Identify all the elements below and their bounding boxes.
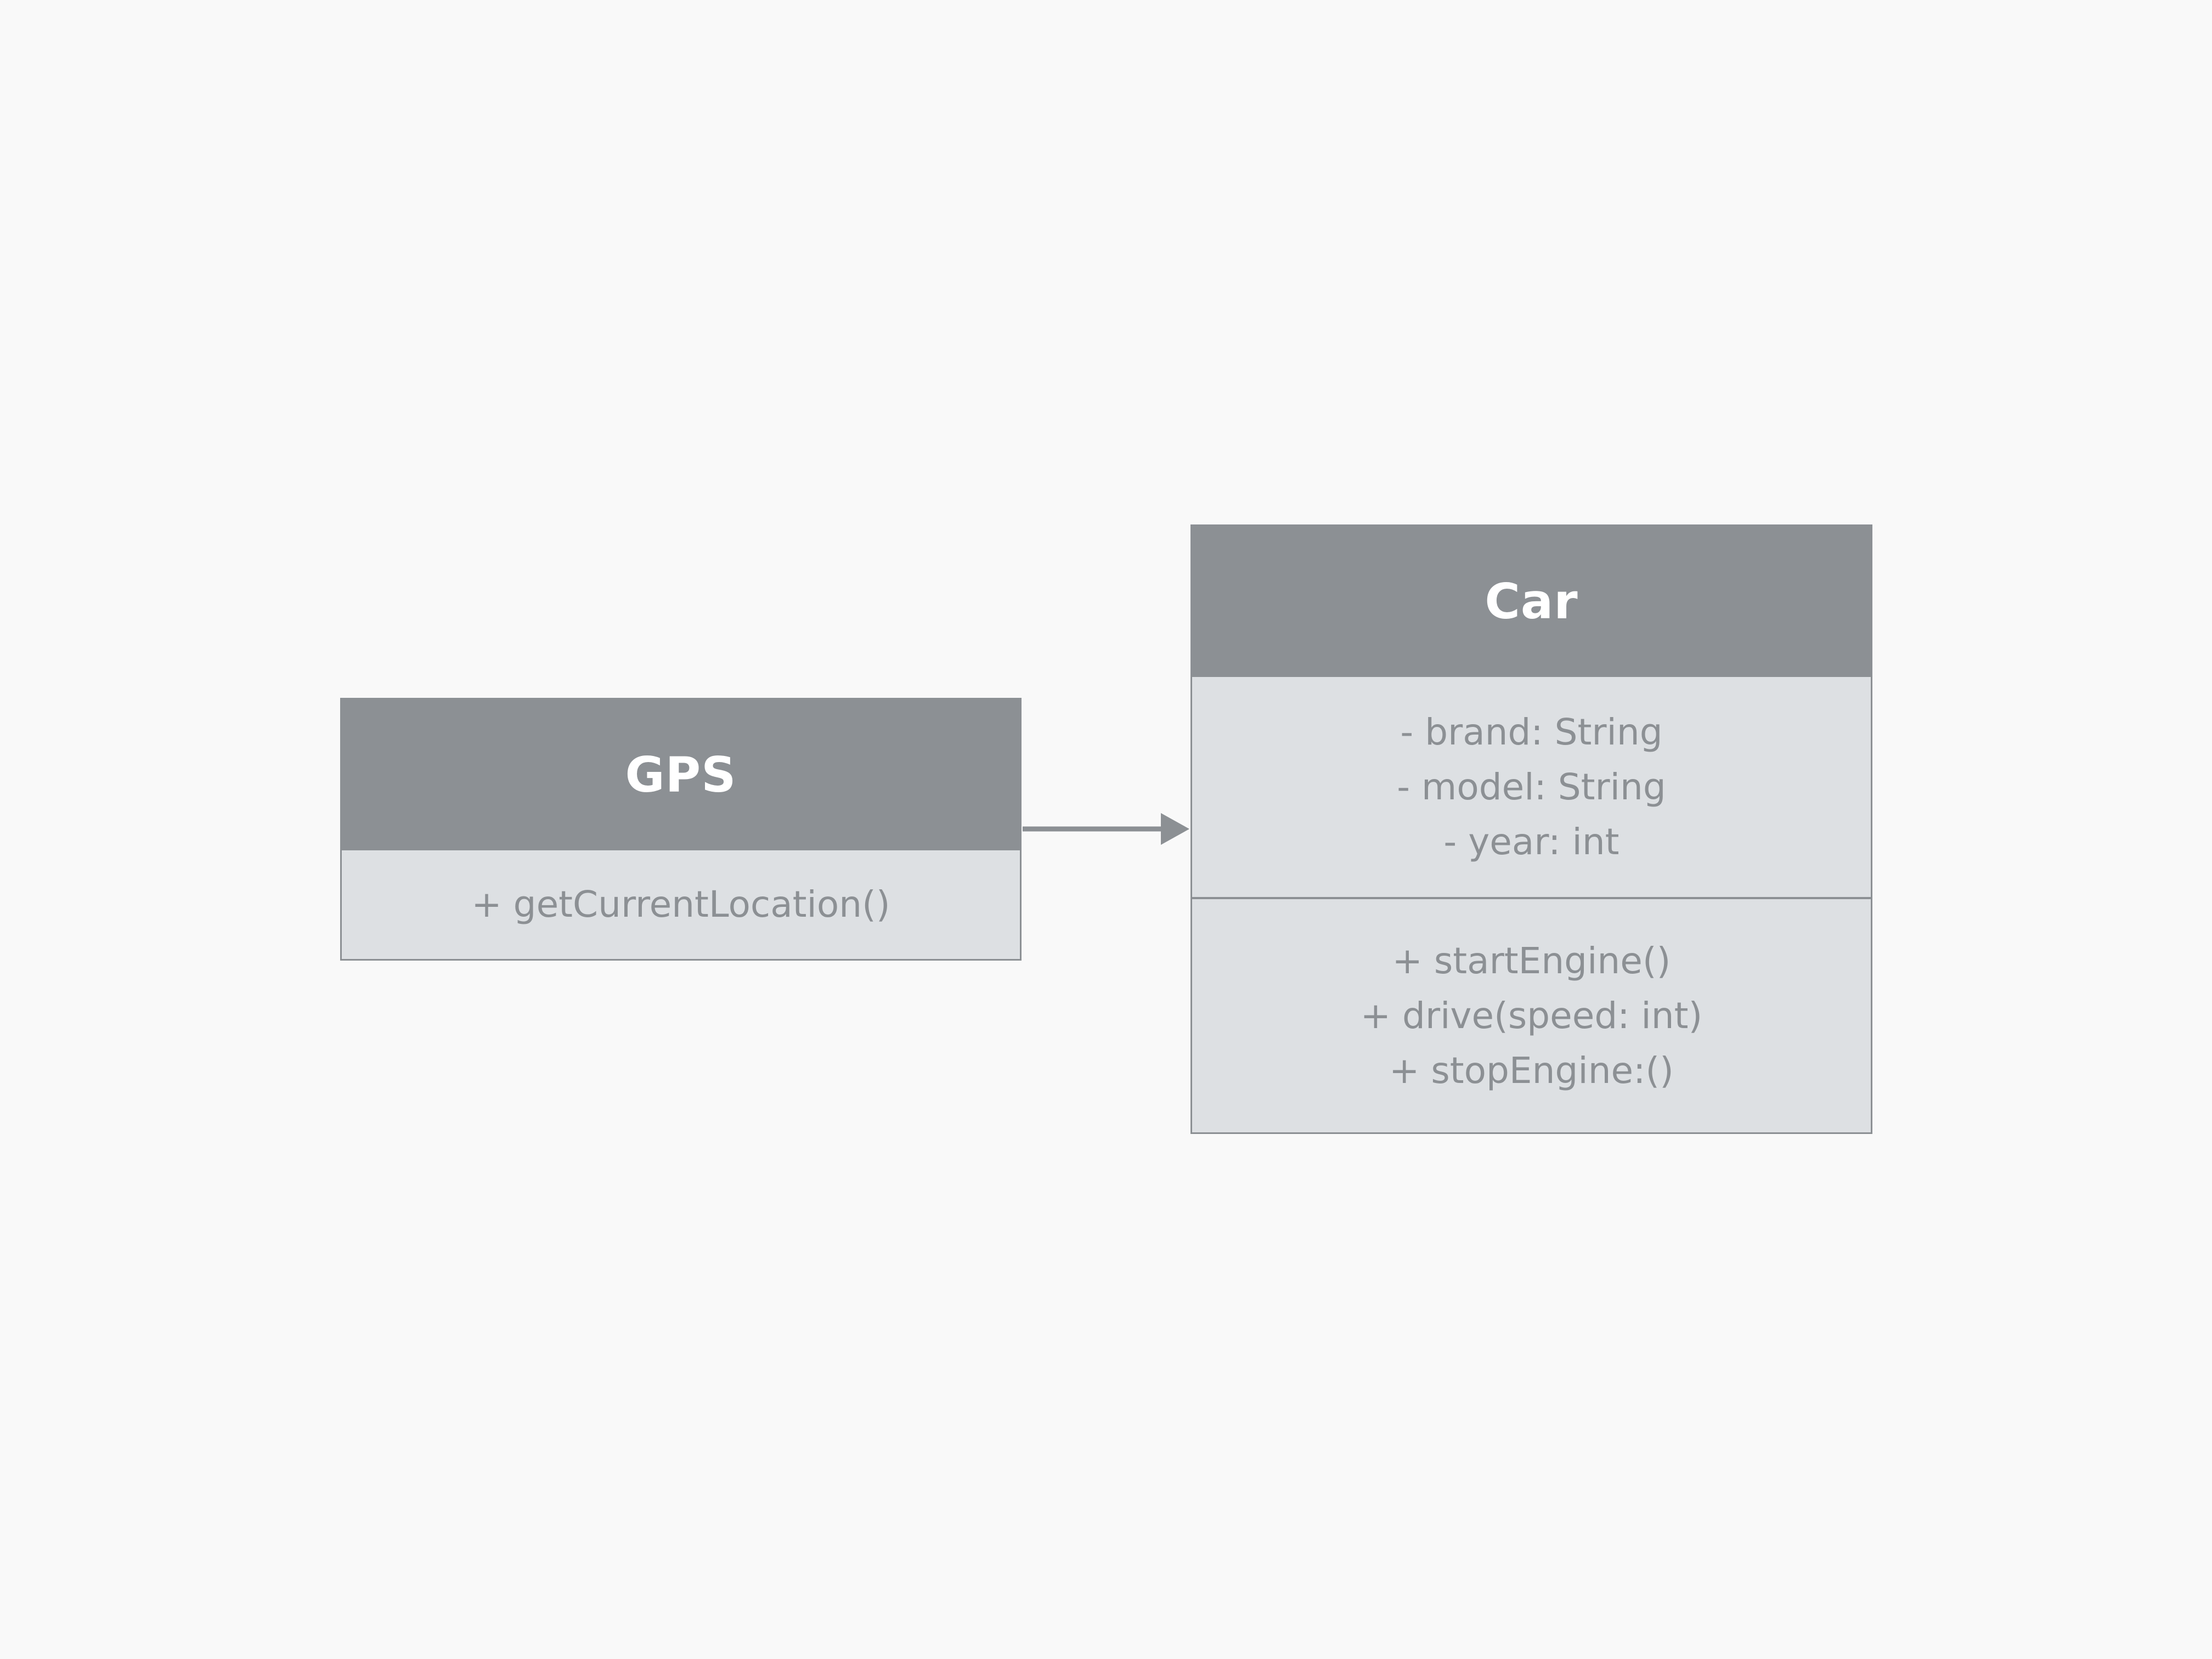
gps-method: + getCurrentLocation() — [471, 883, 890, 926]
gps-class-name: GPS — [625, 747, 737, 803]
car-method-stop-engine: + stopEngine:() — [1389, 1049, 1674, 1092]
car-attributes-section: - brand: String - model: String - year: … — [1192, 677, 1871, 897]
car-class-box: Car - brand: String - model: String - ye… — [1190, 524, 1872, 1134]
car-attribute-year: - year: int — [1443, 820, 1620, 863]
gps-class-header: GPS — [342, 699, 1020, 850]
car-attribute-model: - model: String — [1397, 765, 1666, 808]
gps-class-box: GPS + getCurrentLocation() — [340, 698, 1022, 961]
association-arrow-icon — [1023, 813, 1189, 845]
car-method-start-engine: + startEngine() — [1392, 939, 1671, 982]
car-class-name: Car — [1485, 573, 1578, 630]
car-class-header: Car — [1192, 526, 1871, 677]
car-methods-section: + startEngine() + drive(speed: int) + st… — [1192, 897, 1871, 1132]
car-attribute-brand: - brand: String — [1400, 710, 1663, 753]
gps-methods-section: + getCurrentLocation() — [342, 850, 1020, 959]
car-method-drive: + drive(speed: int) — [1360, 994, 1703, 1037]
